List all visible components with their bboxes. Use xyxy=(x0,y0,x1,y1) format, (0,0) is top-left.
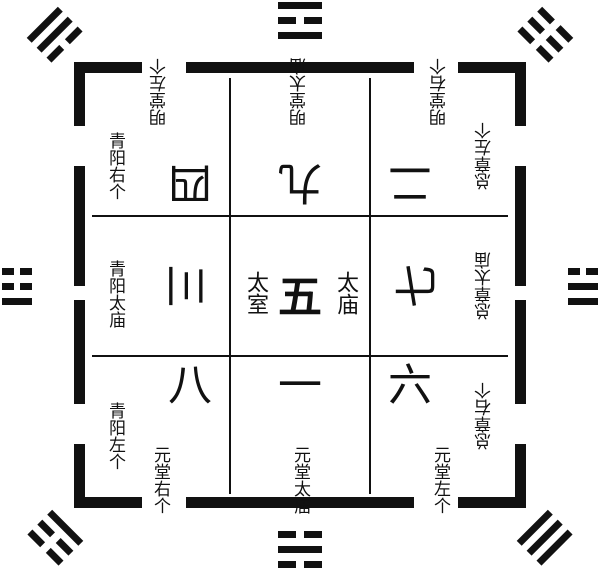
label-right-center: 总章太庙 xyxy=(475,252,495,320)
palace-number-bottom: 一 xyxy=(278,360,322,411)
frame-bar-right-lower xyxy=(515,300,526,404)
label-right-upper: 总章左个 xyxy=(475,122,495,190)
frame-bar-left-upper xyxy=(74,166,85,286)
palace-number-top-right: 二 xyxy=(388,157,432,208)
frame-bar-bottom-left xyxy=(186,497,300,508)
frame-corner-br-bottom xyxy=(458,497,526,508)
frame-bar-bottom-right xyxy=(300,497,414,508)
palace-number-top: 九 xyxy=(278,157,322,208)
frame-corner-tl-side xyxy=(74,62,85,126)
xun-trigram-icon xyxy=(26,6,83,63)
label-top-left: 明堂左个 xyxy=(150,58,170,126)
palace-number-bottom-right: 六 xyxy=(388,360,432,411)
frame-corner-bl-bottom xyxy=(74,497,142,508)
palace-number-left: 三 xyxy=(159,264,210,308)
frame-bar-top-left xyxy=(186,62,300,73)
palace-number-right: 七 xyxy=(392,264,443,308)
center-right-label: 太庙 xyxy=(333,271,358,315)
label-bottom-right: 元堂左个 xyxy=(430,446,450,514)
frame-corner-tr-top xyxy=(74,62,142,73)
frame-bar-right-upper xyxy=(515,166,526,286)
zhen-trigram-icon xyxy=(2,268,32,308)
label-left-center: 青阳太庙 xyxy=(105,260,125,328)
label-top-right: 明堂右个 xyxy=(430,58,450,126)
label-bottom-center: 元堂太庙 xyxy=(290,446,310,514)
kun-trigram-icon xyxy=(517,6,574,63)
palace-number-top-left: 四 xyxy=(168,157,212,208)
qian-trigram-icon xyxy=(516,509,573,566)
dui-trigram-icon xyxy=(568,268,598,308)
label-bottom-left: 元堂右个 xyxy=(150,446,170,514)
palace-number-bottom-left: 八 xyxy=(168,360,212,411)
frame-corner-bl-side xyxy=(74,444,85,508)
gen-trigram-icon xyxy=(27,509,84,566)
label-right-lower: 总章右个 xyxy=(475,382,495,450)
center-number: 五 xyxy=(278,272,322,323)
frame-bar-left-lower xyxy=(74,300,85,404)
kan-trigram-icon xyxy=(278,531,322,571)
label-left-lower: 青阳左个 xyxy=(105,402,125,470)
frame-corner-br-side xyxy=(515,444,526,508)
li-trigram-icon xyxy=(278,2,322,42)
label-top-center: 明堂太庙 xyxy=(290,58,310,126)
frame-corner-tl-top xyxy=(458,62,526,73)
label-left-upper: 青阳右个 xyxy=(105,132,125,200)
frame-bar-top-right xyxy=(300,62,414,73)
center-left-label: 太室 xyxy=(243,271,268,315)
frame-corner-tr-side xyxy=(515,62,526,126)
